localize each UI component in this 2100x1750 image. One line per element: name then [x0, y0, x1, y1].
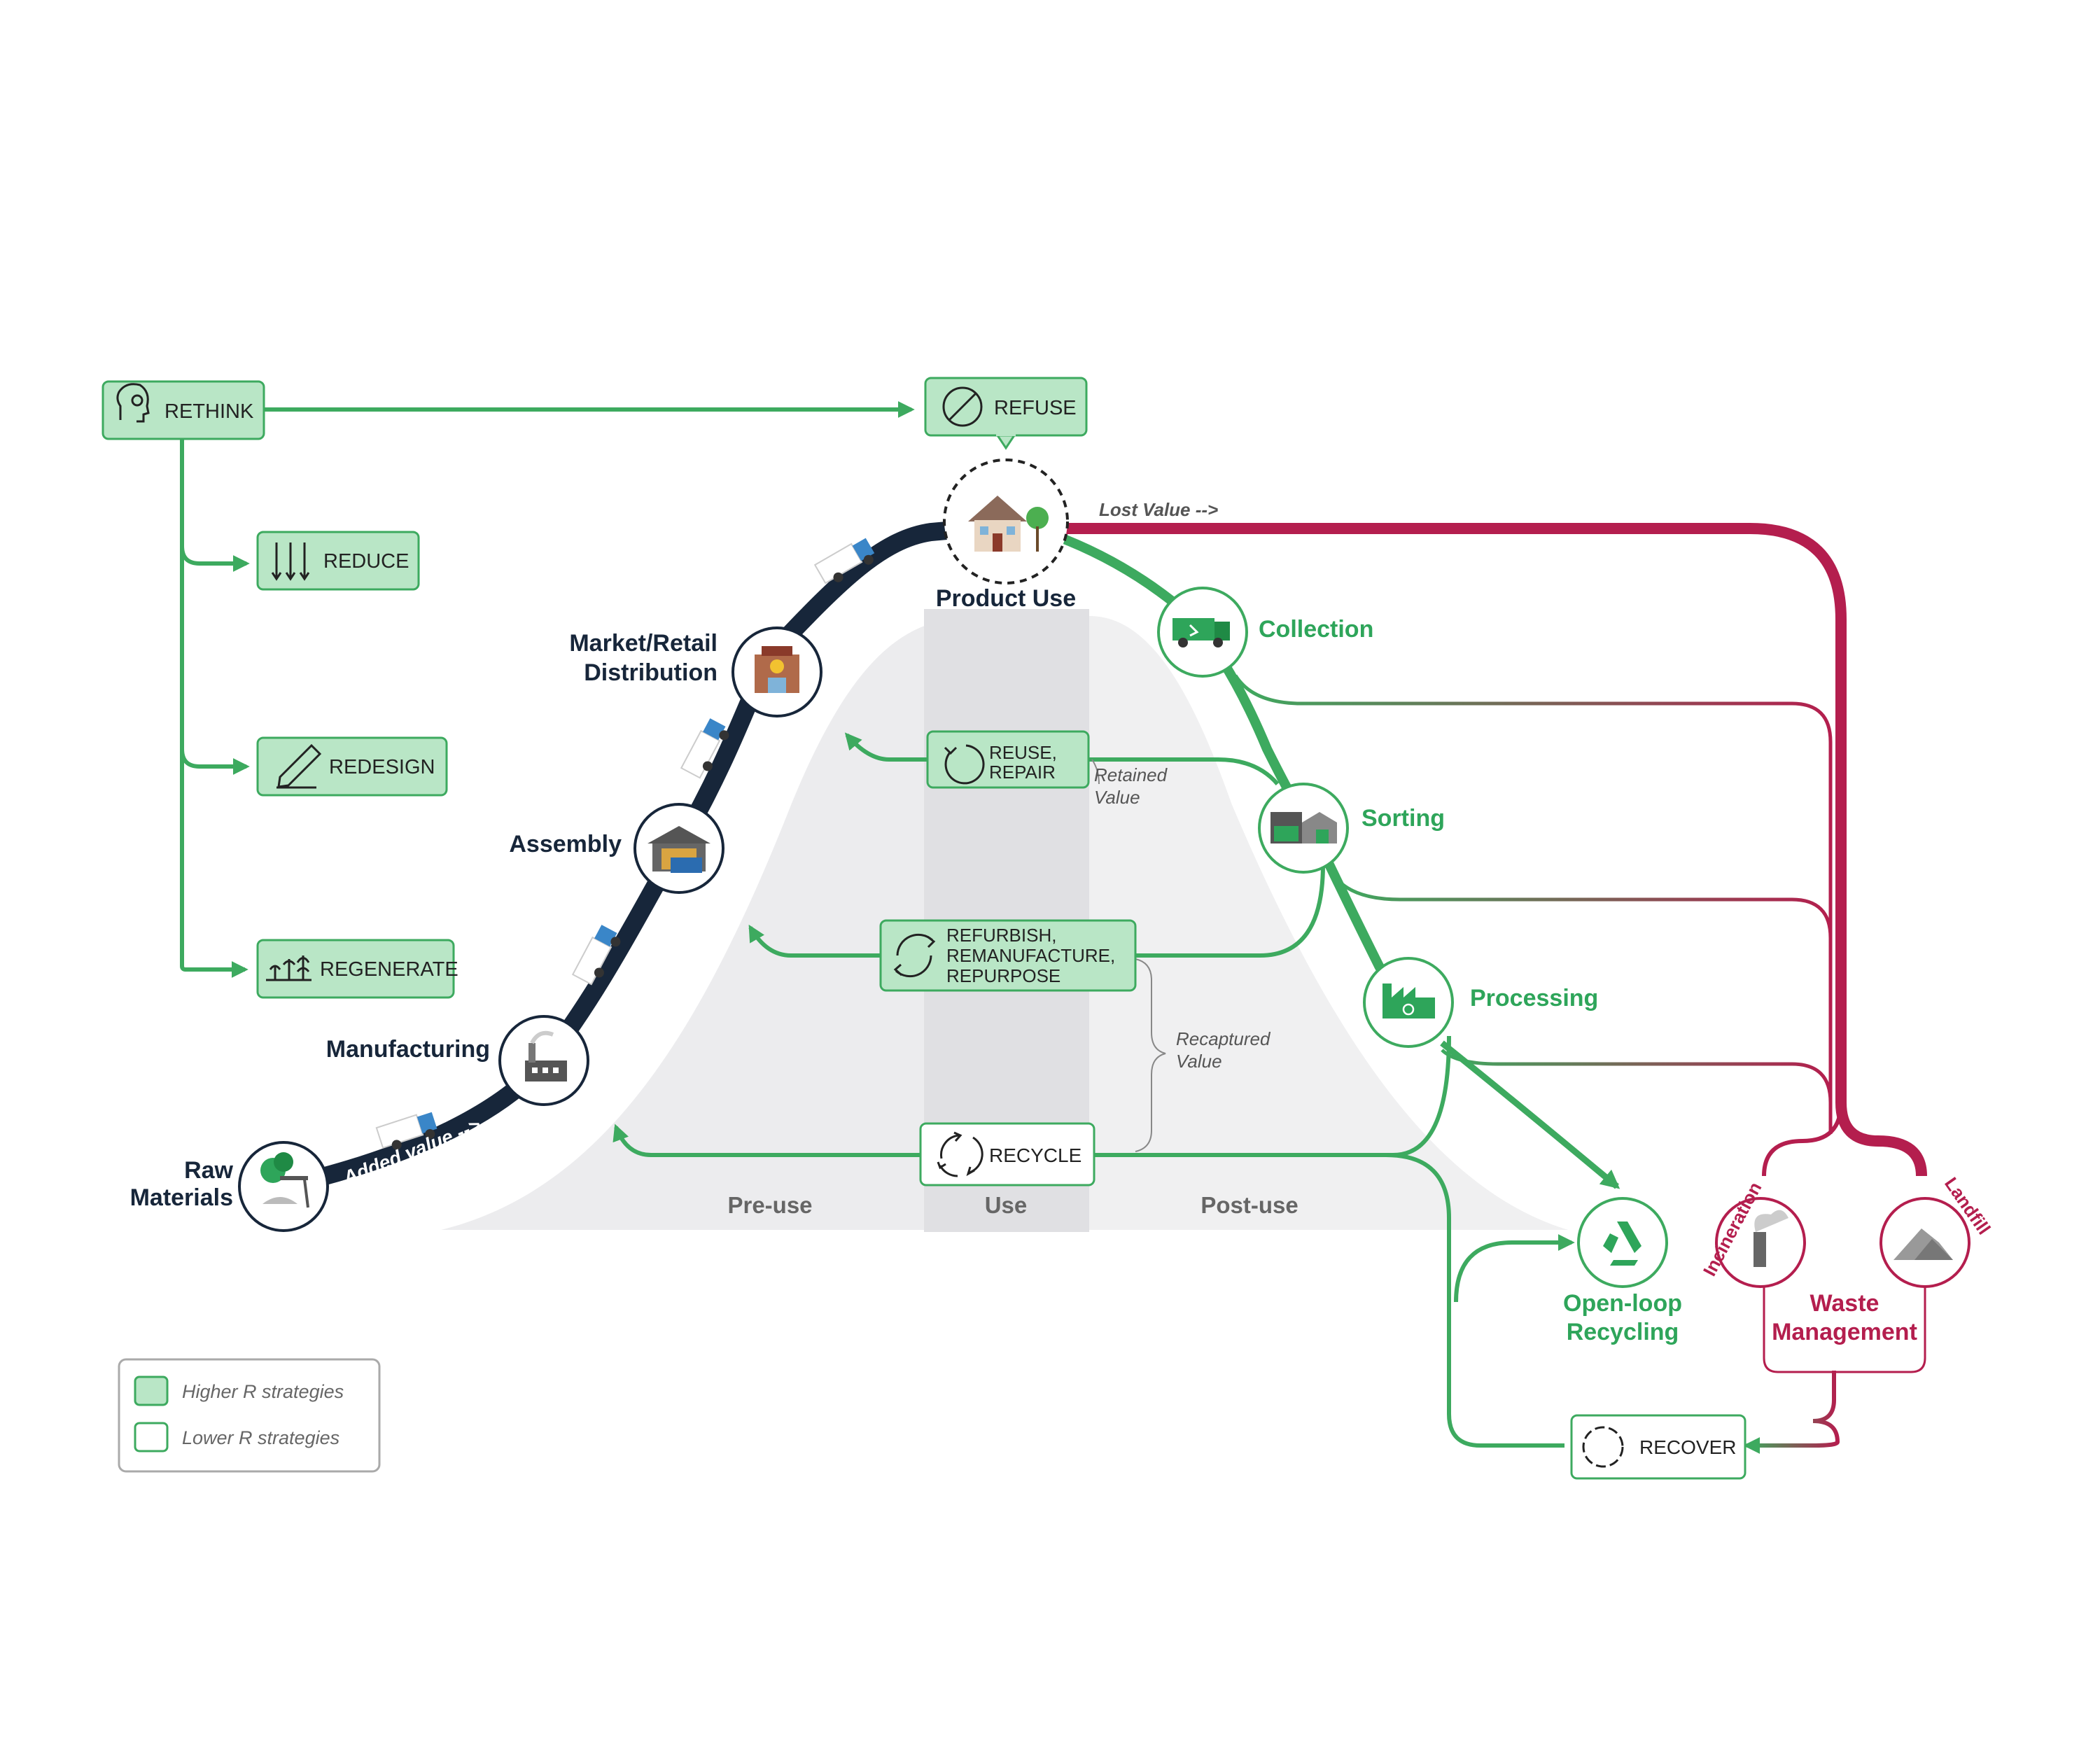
house-icon	[968, 496, 1049, 552]
recover-arrows-icon	[1582, 1426, 1624, 1468]
refuse-box[interactable]: REFUSE	[924, 377, 1088, 450]
processing-label: Processing	[1470, 985, 1598, 1011]
redesign-box[interactable]: REDESIGN	[256, 736, 448, 797]
redesign-label: REDESIGN	[329, 756, 435, 778]
recycle-box[interactable]: RECYCLE	[919, 1122, 1096, 1186]
factory-icon	[525, 1030, 567, 1082]
open-loop-label-line2: Recycling	[1567, 1319, 1679, 1345]
refurbish-label-line2: REMANUFACTURE,	[946, 945, 1115, 966]
assembly-label: Assembly	[509, 831, 622, 858]
open-loop-label-line1: Open-loop	[1563, 1290, 1682, 1317]
retained-brace	[1091, 759, 1100, 785]
rethink-box[interactable]: RETHINK	[102, 380, 265, 440]
head-gear-icon	[116, 383, 150, 423]
circular-arrow-icon	[944, 744, 985, 785]
sorting-label: Sorting	[1362, 805, 1445, 832]
landfill-icon	[1893, 1228, 1953, 1260]
rethink-connectors	[180, 401, 915, 978]
legend-swatch-lower	[134, 1422, 169, 1452]
open-loop-recycling-node[interactable]	[1577, 1197, 1668, 1288]
retained-value-line1: Retained	[1094, 764, 1168, 785]
garbage-truck-icon	[1172, 618, 1230, 648]
phase-use: Use	[985, 1192, 1028, 1218]
refurbish-box[interactable]: REFURBISH, REMANUFACTURE, REPURPOSE	[879, 919, 1137, 992]
reuse-label-line2: REPAIR	[989, 762, 1056, 783]
processing-plant-icon	[1382, 983, 1435, 1018]
phase-post-use: Post-use	[1200, 1192, 1298, 1218]
sorting-facility-icon	[1270, 812, 1337, 844]
leakage-flows	[1233, 674, 1833, 1134]
manufacturing-label: Manufacturing	[326, 1036, 490, 1063]
recycle-symbol-icon	[1603, 1222, 1642, 1266]
waste-split-line	[1762, 1102, 1843, 1177]
legend-higher-label: Higher R strategies	[182, 1381, 344, 1402]
manufacturing-node[interactable]	[498, 1015, 589, 1106]
refuse-label: REFUSE	[994, 397, 1077, 419]
reduce-label: REDUCE	[323, 550, 409, 573]
market-label-line1: Market/Retail	[569, 630, 718, 657]
reuse-label-line1: REUSE,	[989, 742, 1057, 763]
smokestack-icon	[1754, 1210, 1788, 1267]
raw-materials-node[interactable]	[238, 1141, 329, 1232]
recover-box[interactable]: RECOVER	[1570, 1414, 1746, 1480]
legend-lower-label: Lower R strategies	[182, 1427, 340, 1448]
sorting-node[interactable]	[1258, 783, 1349, 874]
waste-bracket	[1763, 1281, 1926, 1373]
store-icon	[755, 646, 799, 693]
refurbish-label-line1: REFURBISH,	[946, 925, 1056, 946]
collection-label: Collection	[1259, 616, 1373, 643]
recaptured-value-line2: Value	[1176, 1051, 1222, 1072]
market-label-line2: Distribution	[584, 659, 718, 686]
retained-value-line2: Value	[1094, 787, 1140, 808]
refurbish-label-line3: REPURPOSE	[946, 965, 1060, 986]
processing-node[interactable]	[1363, 957, 1454, 1048]
reuse-repair-box[interactable]: REUSE, REPAIR	[926, 730, 1090, 789]
loop-arrows	[612, 732, 1840, 1454]
legend-swatch-higher	[134, 1376, 169, 1406]
cycle-arrows-icon	[893, 933, 936, 978]
truck-icon	[813, 538, 875, 584]
raw-materials-label-line1: Raw	[184, 1157, 233, 1184]
waste-label-line1: Waste	[1810, 1290, 1879, 1317]
prohibited-icon	[942, 386, 983, 427]
product-use-node[interactable]	[943, 458, 1069, 584]
assembly-node[interactable]	[634, 803, 724, 894]
recaptured-brace	[1135, 958, 1166, 1152]
rethink-label: RETHINK	[164, 400, 254, 423]
reduce-box[interactable]: REDUCE	[256, 531, 420, 591]
lost-value-label: Lost Value -->	[1099, 499, 1218, 520]
collection-node[interactable]	[1157, 587, 1248, 678]
recaptured-value-line1: Recaptured	[1176, 1028, 1271, 1049]
waste-label-line2: Management	[1772, 1319, 1917, 1345]
mining-icon	[260, 1152, 309, 1208]
regenerate-label: REGENERATE	[320, 958, 458, 981]
raw-materials-label-line2: Materials	[130, 1184, 233, 1211]
plants-icon	[266, 955, 312, 981]
down-arrows-icon	[271, 542, 310, 581]
recycle-arrows-icon	[937, 1131, 983, 1177]
truck-icon	[680, 718, 729, 779]
regenerate-box[interactable]: REGENERATE	[256, 939, 458, 999]
incineration-node[interactable]	[1715, 1197, 1806, 1288]
recycle-label: RECYCLE	[989, 1144, 1082, 1166]
landfill-node[interactable]	[1879, 1197, 1970, 1288]
legend: Higher R strategies Lower R strategies	[118, 1358, 381, 1473]
phase-pre-use: Pre-use	[727, 1192, 812, 1218]
recover-label: RECOVER	[1639, 1436, 1736, 1458]
warehouse-icon	[648, 826, 710, 873]
market-retail-node[interactable]	[732, 626, 822, 718]
pencil-icon	[276, 743, 322, 789]
truck-icon	[571, 925, 621, 986]
truck-icon	[375, 1112, 438, 1150]
product-use-label: Product Use	[936, 585, 1076, 612]
